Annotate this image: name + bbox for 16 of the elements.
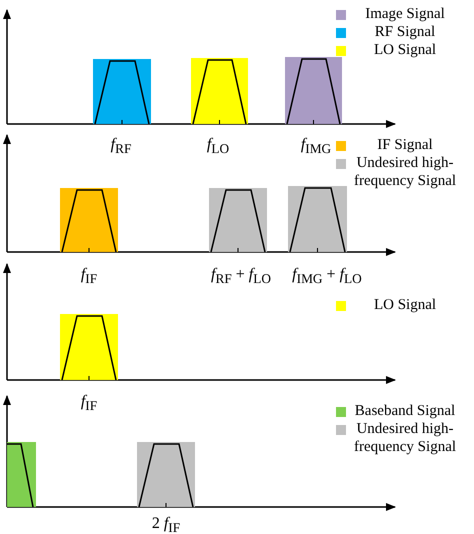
frequency-label: f$_{RF}$ + f$_{LO}$ [210, 266, 272, 288]
legend-label: Baseband Signal [354, 402, 456, 420]
legend-label: Image Signal [364, 5, 446, 23]
legend-label: Undesired high-frequency Signal [352, 420, 458, 456]
frequency-label: 2 f$_{IF}$ [152, 515, 180, 534]
frequency-label: f$_{IMG}$ + f$_{LO}$ [292, 266, 362, 288]
legend-label: LO Signal [372, 296, 438, 314]
frequency-label: f$_{RF}$ [110, 136, 132, 158]
legend-label: LO Signal [372, 41, 438, 59]
legend-label: RF Signal [374, 23, 436, 41]
frequency-label: f$_{IF}$ [80, 266, 98, 288]
frequency-label: f$_{IF}$ [80, 393, 98, 416]
legend-label: IF Signal [376, 136, 434, 154]
frequency-label: f$_{LO}$ [206, 136, 230, 158]
frequency-label: f$_{IMG}$ [300, 136, 332, 158]
legend-label: Undesired high-frequency Signal [352, 154, 458, 190]
